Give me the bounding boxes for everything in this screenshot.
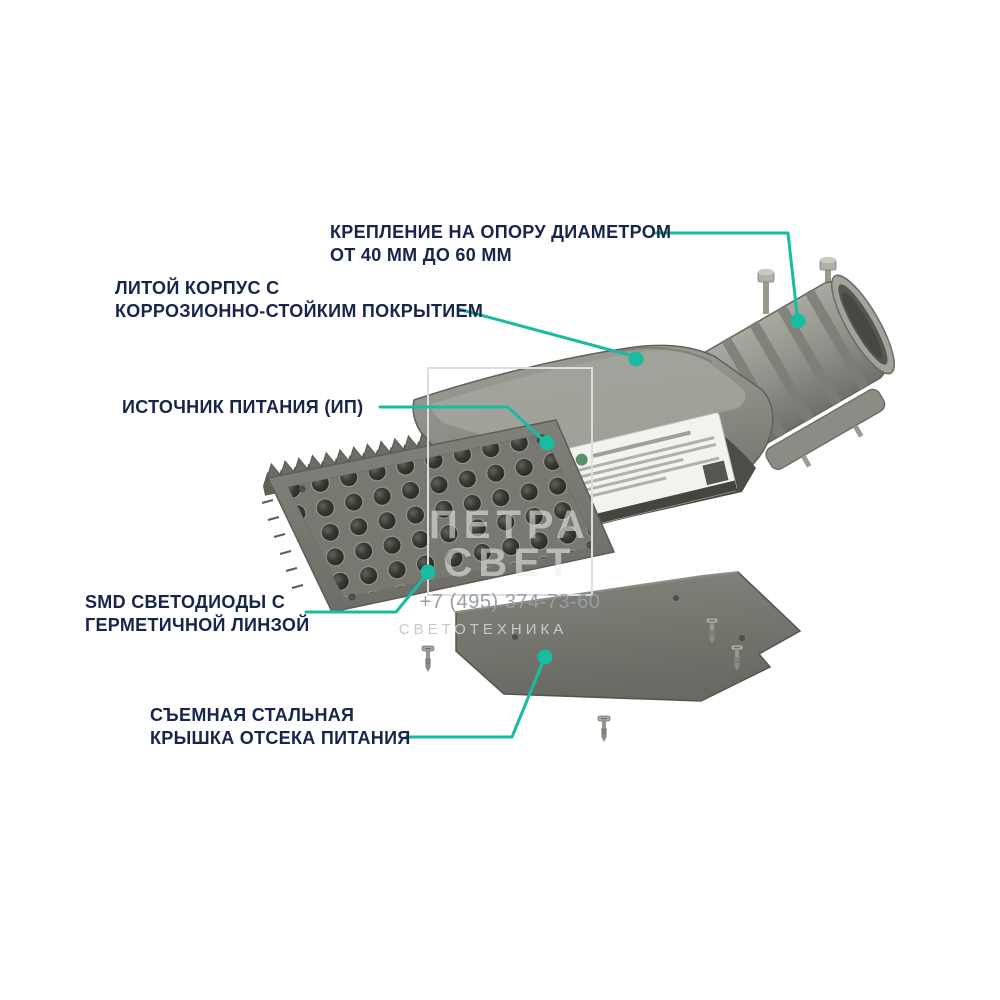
callout-dot-cover (537, 649, 553, 665)
led-panel (261, 419, 616, 613)
callout-text-line: ГЕРМЕТИЧНОЙ ЛИНЗОЙ (85, 615, 310, 635)
callout-text-line: ОТ 40 ММ ДО 60 ММ (330, 245, 512, 265)
callout-line-housing (456, 307, 631, 357)
callout-text-line: КОРРОЗИОННО-СТОЙКИМ ПОКРЫТИЕМ (115, 301, 484, 321)
callout-line-cover (404, 662, 544, 739)
watermark-phone: +7 (495) 374-73-60 (419, 591, 601, 613)
driver-compartment (548, 412, 756, 528)
callout-line-psu (378, 405, 544, 441)
callout-text-line: СЪЕМНАЯ СТАЛЬНАЯ (150, 705, 355, 725)
watermark-square (427, 367, 593, 596)
callout-dot-leds (420, 564, 436, 580)
led-lens-grid (288, 434, 596, 598)
callout-line-mount (654, 231, 799, 316)
watermark-brand-line1: ПЕТРА (429, 503, 591, 547)
callout-dot-mount (790, 313, 806, 329)
callout-text-line: ИСТОЧНИК ПИТАНИЯ (ИП) (122, 397, 364, 417)
callout-cover-label: СЪЕМНАЯ СТАЛЬНАЯ КРЫШКА ОТСЕКА ПИТАНИЯ (150, 704, 411, 750)
callout-line-leds (304, 576, 426, 614)
side-fin-edges (261, 499, 304, 589)
watermark-tagline: СВЕТОТЕХНИКА (398, 621, 568, 638)
housing-top-face (431, 350, 746, 454)
callout-text-line: ЛИТОЙ КОРПУС С (115, 278, 280, 298)
driver-label-sticker (562, 412, 738, 528)
callout-psu-label: ИСТОЧНИК ПИТАНИЯ (ИП) (122, 396, 363, 419)
callout-dot-psu (539, 435, 555, 451)
callout-text-line: SMD СВЕТОДИОДЫ С (85, 592, 286, 612)
callout-text-line: КРЕПЛЕНИЕ НА ОПОРУ ДИАМЕТРОМ (330, 222, 672, 242)
callout-housing-label: ЛИТОЙ КОРПУС С КОРРОЗИОННО-СТОЙКИМ ПОКРЫ… (115, 277, 483, 323)
callout-dot-housing (628, 351, 644, 367)
callout-mount-label: КРЕПЛЕНИЕ НА ОПОРУ ДИАМЕТРОМ ОТ 40 ММ ДО… (330, 221, 671, 267)
callout-leds-label: SMD СВЕТОДИОДЫ С ГЕРМЕТИЧНОЙ ЛИНЗОЙ (85, 591, 309, 637)
steel-cover-plate (455, 571, 802, 702)
callout-text-line: КРЫШКА ОТСЕКА ПИТАНИЯ (150, 728, 411, 748)
watermark-brand-line2: СВЕТ (444, 541, 577, 585)
